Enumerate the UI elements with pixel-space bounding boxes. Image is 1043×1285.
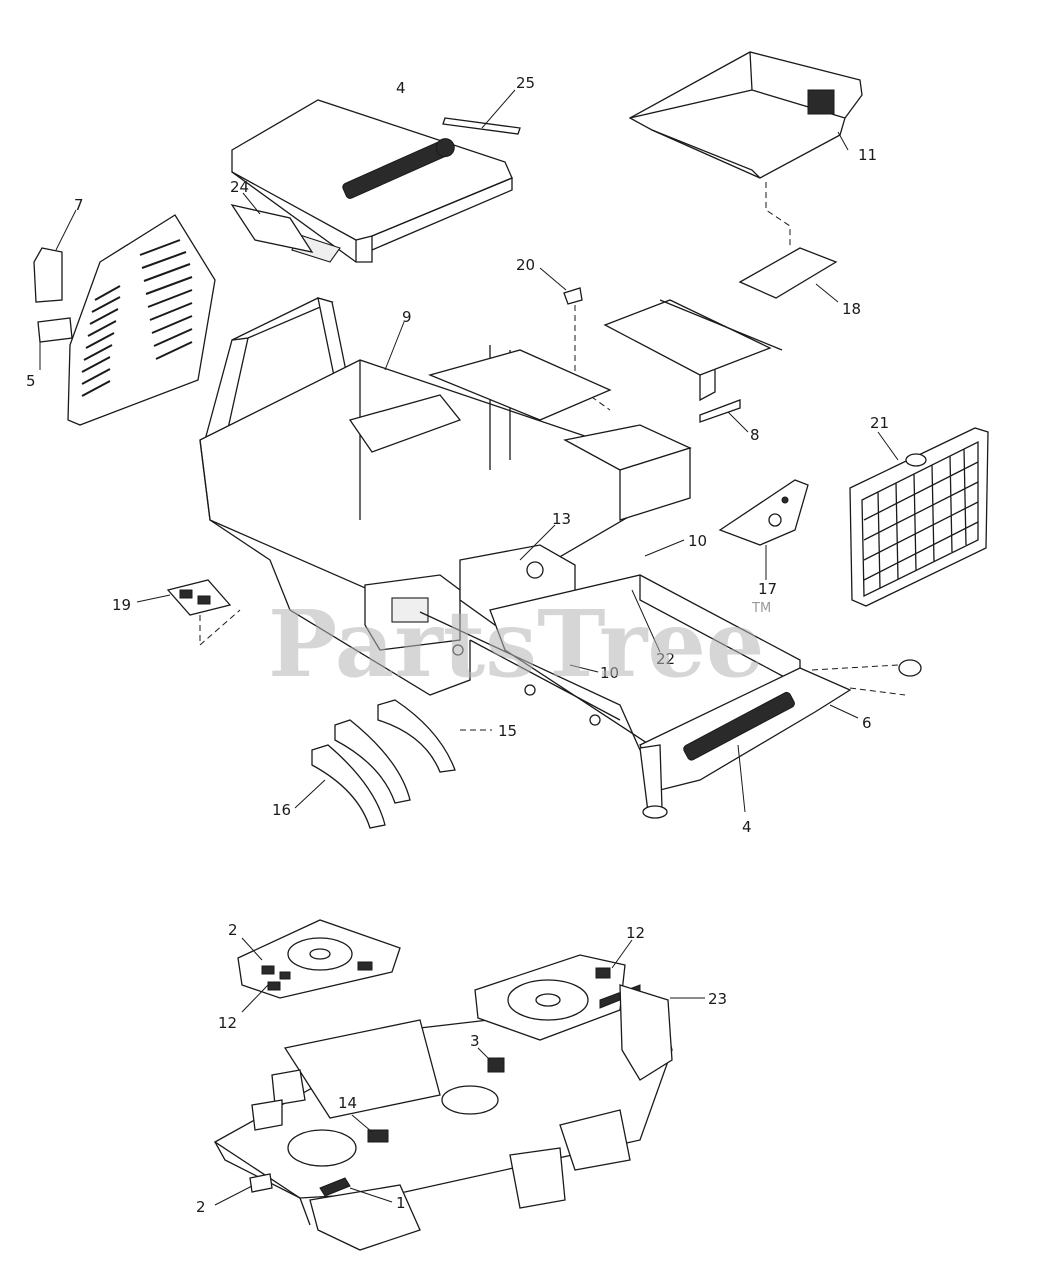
callout-12-right: 12 (626, 924, 645, 942)
leader-lines (39, 89, 899, 1206)
frame-chassis (199, 297, 852, 819)
knob-6 (811, 659, 922, 696)
callout-8: 8 (750, 426, 760, 444)
callout-17: 17 (758, 580, 777, 598)
seat-bracket (603, 299, 783, 423)
deck-cover-right (474, 954, 641, 1041)
callout-labels: 4 25 11 24 7 5 20 9 18 8 21 13 10 17 19 … (26, 74, 889, 1216)
clip-20 (563, 287, 583, 305)
watermark: PartsTree (268, 590, 764, 698)
callout-6: 6 (862, 714, 872, 732)
callout-9: 9 (402, 308, 412, 326)
callout-5: 5 (26, 372, 36, 390)
decal-15 (334, 699, 456, 804)
callout-4-hood: 4 (396, 79, 406, 97)
callout-25: 25 (516, 74, 535, 92)
callout-3: 3 (470, 1032, 480, 1050)
callout-2-bottom: 2 (196, 1198, 206, 1216)
callout-13: 13 (552, 510, 571, 528)
callout-15: 15 (498, 722, 517, 740)
callout-11: 11 (858, 146, 877, 164)
hood-strip-decal (442, 117, 521, 135)
watermark-trademark: TM (751, 601, 771, 616)
mower-deck (213, 999, 673, 1251)
callout-2-top: 2 (228, 921, 238, 939)
callout-10-upper: 10 (688, 532, 707, 550)
callout-16: 16 (272, 801, 291, 819)
deck-cover-left (237, 919, 401, 999)
rear-screen-panel (67, 214, 216, 426)
screen-decal-7 (33, 247, 63, 303)
deck-right-belt-shield (619, 984, 673, 1081)
callout-19: 19 (112, 596, 131, 614)
decal-19 (166, 579, 232, 616)
callout-24: 24 (230, 178, 249, 196)
radiator-grille (849, 427, 989, 607)
bracket-17 (718, 479, 809, 546)
callout-1: 1 (396, 1194, 406, 1212)
callout-10-lower: 10 (600, 664, 619, 682)
callout-7: 7 (74, 196, 84, 214)
seat-pan (628, 51, 863, 179)
callout-23: 23 (708, 990, 727, 1008)
callout-21: 21 (870, 414, 889, 432)
screen-decal-5 (37, 317, 73, 343)
callout-12-left: 12 (218, 1014, 237, 1032)
callout-22: 22 (656, 650, 675, 668)
decal-16 (311, 744, 386, 829)
hood-side-decal (230, 204, 314, 253)
callout-18: 18 (842, 300, 861, 318)
callout-20: 20 (516, 256, 535, 274)
callout-4-bumper: 4 (742, 818, 752, 836)
seat-pan-pad (738, 247, 838, 299)
deck-decals (249, 1057, 505, 1197)
callout-14: 14 (338, 1094, 357, 1112)
